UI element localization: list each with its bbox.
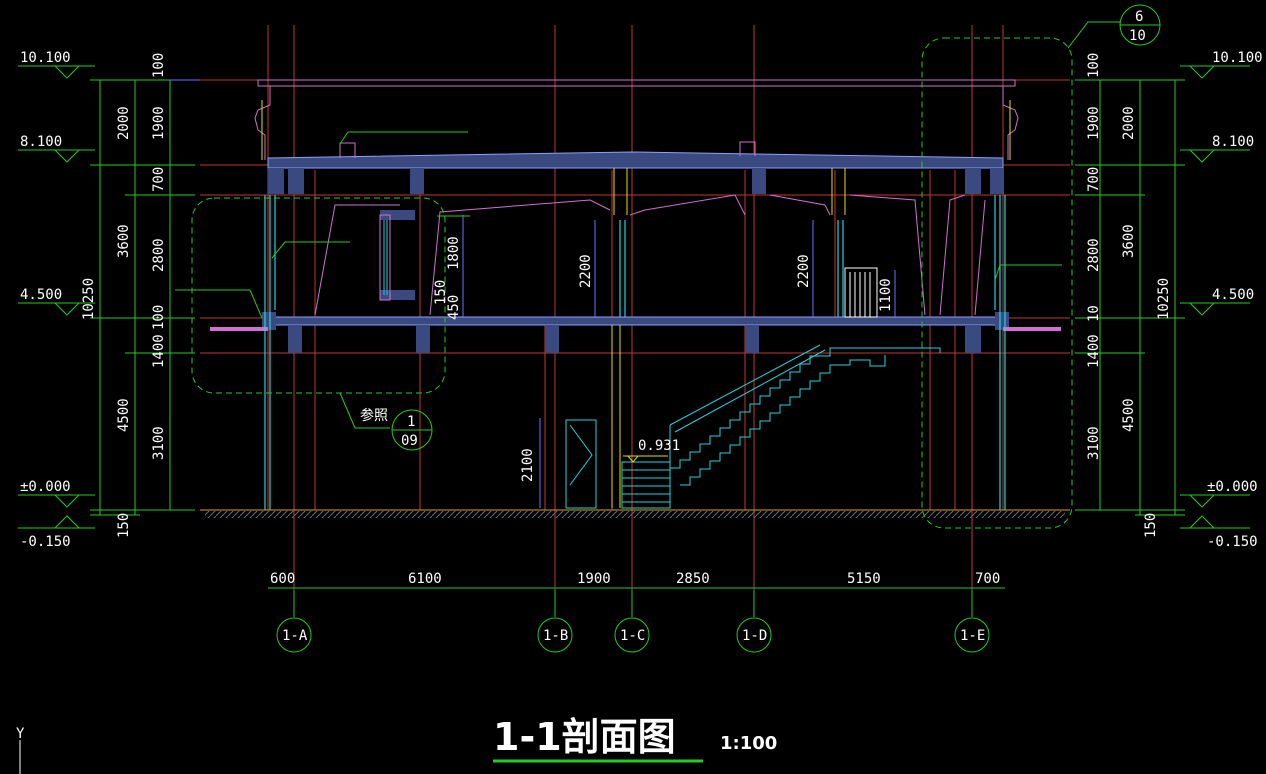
dim-right-10250: 10250 <box>1156 278 1172 320</box>
dim-right-4500: 4500 <box>1121 398 1137 432</box>
stairs <box>621 344 941 509</box>
axis-1C: 1-C <box>620 628 645 644</box>
dim-left-2000: 2000 <box>116 106 132 140</box>
dim-left-10250: 10250 <box>81 278 97 320</box>
elev-left-10100: 10.100 <box>20 50 71 66</box>
roof-slab <box>267 151 1004 194</box>
dim-left-100b: 100 <box>151 305 167 330</box>
hdim-600: 600 <box>270 571 295 587</box>
dim-door-2200-left: 2200 <box>578 254 594 288</box>
dim-left-100: 100 <box>151 53 167 78</box>
ceiling-lines <box>314 194 986 316</box>
stair-level-label: 0.931 <box>638 438 680 454</box>
axis-1D: 1-D <box>742 628 767 644</box>
dim-right-1400: 1400 <box>1086 334 1102 368</box>
dim-right-1900: 1900 <box>1086 106 1102 140</box>
dim-right-2000: 2000 <box>1121 106 1137 140</box>
hdim-700: 700 <box>975 571 1000 587</box>
dim-left-3100: 3100 <box>151 426 167 460</box>
dim-left-2800: 2800 <box>151 238 167 272</box>
dim-left-4500: 4500 <box>116 398 132 432</box>
elevation-markers <box>18 65 1250 529</box>
dim-right-100: 100 <box>1086 53 1102 78</box>
elev-left-8100: 8.100 <box>20 134 62 150</box>
dim-left-3600: 3600 <box>116 224 132 258</box>
dim-sill-150: 150 <box>433 280 449 305</box>
hdim-6100: 6100 <box>408 571 442 587</box>
detail-ref-right-num: 6 <box>1135 9 1143 25</box>
dim-right-3600: 3600 <box>1121 224 1137 258</box>
reference-circles <box>391 4 1161 451</box>
ucs-y-label: Y <box>16 726 25 742</box>
ground <box>200 509 1070 518</box>
elev-right-0: ±0.000 <box>1207 479 1258 495</box>
dim-right-10: 10 <box>1086 305 1102 322</box>
dim-left-1900: 1900 <box>151 106 167 140</box>
floor-slab-2 <box>210 312 1061 353</box>
dim-right-150: 150 <box>1143 513 1159 538</box>
elev-right-neg: -0.150 <box>1207 534 1258 550</box>
elev-left-neg: -0.150 <box>20 534 71 550</box>
elev-right-8100: 8.100 <box>1212 134 1254 150</box>
columns <box>261 100 1011 508</box>
exterior-walls <box>264 195 1006 510</box>
grid-lines <box>267 25 1004 590</box>
elev-left-0: ±0.000 <box>20 479 71 495</box>
elev-right-4500: 4.500 <box>1212 287 1254 303</box>
railing <box>844 267 878 318</box>
detail-ref-right-sheet: 10 <box>1129 28 1146 44</box>
door <box>565 419 597 509</box>
detail-ref-note: 参照 <box>360 407 388 424</box>
elev-right-10100: 10.100 <box>1212 50 1263 66</box>
interior-window <box>379 210 415 301</box>
hdim-5150: 5150 <box>847 571 881 587</box>
drawing-scale: 1:100 <box>720 733 777 754</box>
axis-1A: 1-A <box>282 628 308 644</box>
detail-boxes <box>191 37 1073 529</box>
detail-ref-left-num: 1 <box>407 414 415 430</box>
dim-right-3100: 3100 <box>1086 426 1102 460</box>
dimension-lines <box>90 79 1185 589</box>
dim-window-1800: 1800 <box>446 236 462 270</box>
inner-dim-lines <box>170 79 896 508</box>
drawing-title: 1-1剖面图 <box>493 715 676 759</box>
dim-sill-450: 450 <box>446 295 462 320</box>
elev-left-4500: 4.500 <box>20 287 62 303</box>
dim-door-2100: 2100 <box>520 448 536 482</box>
hdim-1900: 1900 <box>577 571 611 587</box>
axis-bubbles <box>276 590 990 653</box>
hdim-2850: 2850 <box>676 571 710 587</box>
parapet <box>254 79 1019 160</box>
level-lines <box>200 79 1070 511</box>
dim-right-700: 700 <box>1086 167 1102 192</box>
dim-rail-1100: 1100 <box>878 278 894 312</box>
axis-1E: 1-E <box>960 628 985 644</box>
roof-vents <box>339 141 756 158</box>
dim-door-2200-right: 2200 <box>796 254 812 288</box>
dim-left-700: 700 <box>151 167 167 192</box>
dim-left-1400: 1400 <box>151 334 167 368</box>
detail-leaders <box>175 21 1120 429</box>
dim-right-2800: 2800 <box>1086 238 1102 272</box>
axis-1B: 1-B <box>543 628 568 644</box>
dim-left-150: 150 <box>116 513 132 538</box>
detail-ref-left-sheet: 09 <box>401 433 418 449</box>
